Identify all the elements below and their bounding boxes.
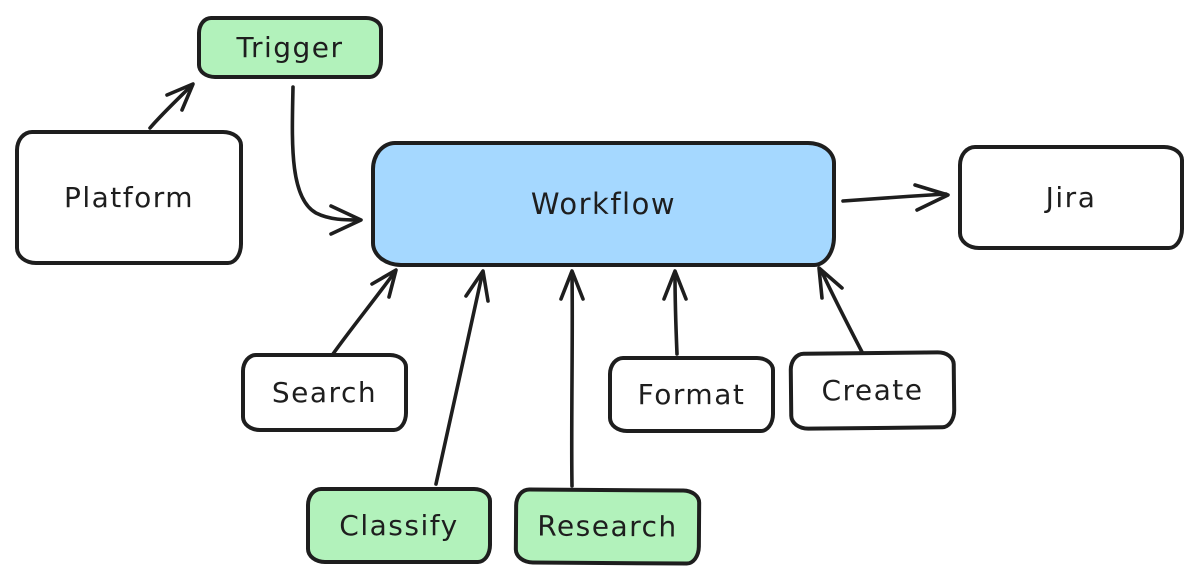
node-format-label: Format (637, 378, 746, 411)
node-search[interactable]: Search (241, 353, 408, 432)
node-classify-label: Classify (339, 509, 459, 542)
node-create-label: Create (821, 373, 924, 408)
node-platform[interactable]: Platform (15, 130, 243, 265)
arrow-search-to-workflow[interactable] (331, 268, 398, 356)
arrow-create-to-workflow[interactable] (817, 266, 864, 354)
node-search-label: Search (271, 376, 378, 409)
node-trigger[interactable]: Trigger (197, 16, 383, 79)
node-classify[interactable]: Classify (306, 487, 492, 564)
arrow-classify-to-workflow[interactable] (434, 269, 490, 486)
arrow-format-to-workflow[interactable] (662, 269, 688, 356)
node-jira-label: Jira (1045, 181, 1097, 214)
node-create[interactable]: Create (788, 350, 957, 431)
arrow-platform-to-trigger[interactable] (148, 82, 195, 130)
node-research-label: Research (537, 509, 678, 544)
arrow-trigger-to-workflow[interactable] (290, 85, 363, 236)
arrow-workflow-to-jira[interactable] (841, 183, 950, 212)
arrow-research-to-workflow[interactable] (559, 269, 585, 488)
node-format[interactable]: Format (608, 356, 775, 433)
node-workflow-label: Workflow (530, 187, 677, 221)
node-jira[interactable]: Jira (958, 145, 1184, 250)
node-platform-label: Platform (63, 181, 195, 214)
node-workflow[interactable]: Workflow (371, 141, 836, 267)
node-trigger-label: Trigger (236, 31, 344, 64)
node-research[interactable]: Research (513, 487, 702, 566)
